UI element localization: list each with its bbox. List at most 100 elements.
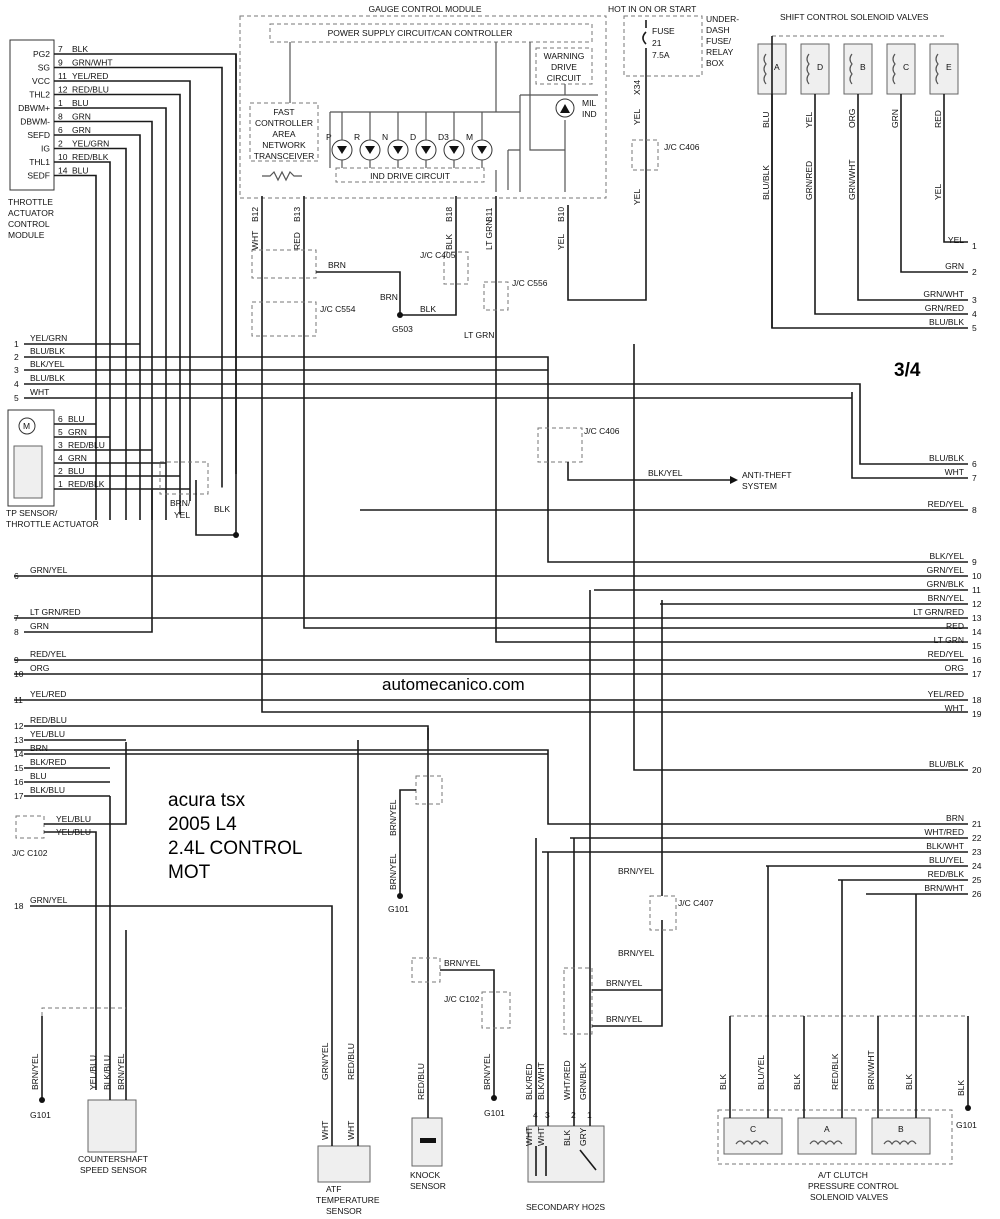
solenoid-wire-color: GRN	[890, 109, 900, 128]
gcm-title: GAUGE CONTROL MODULE	[368, 4, 481, 14]
ho2s-pin: 2	[571, 1110, 576, 1120]
gcm-pin-id: B10	[556, 207, 566, 222]
left-pin-color: GRN/YEL	[30, 565, 68, 575]
wht-wire-b12	[261, 196, 968, 713]
pg2-ground-wire	[195, 54, 237, 536]
blkyel-antitheft-wire	[567, 462, 730, 481]
gcm-box	[239, 15, 607, 199]
gcm-can-line: NETWORK	[262, 140, 306, 150]
tac-pin-name: PG2	[33, 49, 50, 59]
tp-sensor-element	[13, 445, 43, 499]
left-harness-wire	[24, 356, 549, 370]
right-pin-num: 14	[972, 627, 982, 637]
right-pin-num: 23	[972, 847, 982, 857]
right-pin-num: 20	[972, 765, 982, 775]
gcm-pin-color: YEL	[556, 234, 566, 250]
gcm-pin-color: RED	[292, 232, 302, 250]
atf-wires	[30, 740, 359, 1146]
tac-wire	[54, 80, 191, 501]
knock-brnyel-label-4: BRN/YEL	[482, 1053, 492, 1090]
tps-pin-num: 4	[58, 453, 63, 463]
atc-coil-icon	[809, 1140, 843, 1146]
left-pin-color: YEL/BLU	[30, 729, 65, 739]
ho2s-wire-label: GRN/BLK	[578, 1062, 588, 1100]
tac-title-line: THROTTLE	[8, 197, 53, 207]
jc-c556-label: J/C C556	[512, 278, 548, 288]
tac-pin-num: 6	[58, 125, 63, 135]
brn-label: BRN	[328, 260, 346, 270]
led-diode-icon	[421, 146, 431, 154]
gcm-bus-lines	[289, 42, 565, 151]
atc-valve-letter: B	[898, 1124, 904, 1134]
right-pin-color: YEL	[948, 235, 964, 245]
solenoid-valve	[886, 43, 916, 95]
left-pin-color: BLK/YEL	[30, 359, 65, 369]
gcm-pin-color: BLK	[444, 234, 454, 250]
g503-label: G503	[392, 324, 413, 334]
right-pin-num: 22	[972, 833, 982, 843]
tps-pin-color: RED/BLU	[68, 440, 105, 450]
left-pin-num: 14	[14, 749, 24, 759]
jc-c407-label: J/C C407	[678, 898, 714, 908]
solenoid-letter: E	[946, 62, 952, 72]
tac-pin-num: 12	[58, 85, 68, 95]
tac-pin-num: 2	[58, 139, 63, 149]
tps-pin-num: 6	[58, 414, 63, 424]
right-pin-color: YEL/RED	[928, 689, 964, 699]
fuse-box-line: RELAY	[706, 47, 734, 57]
right-pin-color: GRN	[945, 261, 964, 271]
caption-line: acura tsx	[168, 790, 246, 811]
ind-drive-label: IND DRIVE CIRCUIT	[370, 171, 450, 181]
solenoid-letter: C	[903, 62, 909, 72]
atf-label-line: SENSOR	[326, 1206, 362, 1216]
harness-wire	[859, 398, 968, 465]
right-pin-color: BLK/WHT	[926, 841, 964, 851]
tac-pin-name: DBWM+	[18, 103, 50, 113]
gcm-pin-color: WHT	[250, 231, 260, 250]
tps-label-line: TP SENSOR/	[6, 508, 58, 518]
tac-pin-name: THL2	[29, 90, 50, 100]
tac-pin-color: GRN	[72, 125, 91, 135]
atc-wire-label: BLK	[718, 1074, 728, 1090]
right-pin-color: RED/BLK	[928, 869, 965, 879]
brnyel-ho2s-label-2: BRN/YEL	[606, 1014, 643, 1024]
left-pin-num: 6	[14, 571, 19, 581]
left-pin-num: 18	[14, 901, 24, 911]
tac-module-box	[9, 39, 55, 191]
gcm-can-line: AREA	[272, 129, 295, 139]
harness-wire	[14, 749, 968, 825]
yel-wire	[567, 76, 647, 301]
tac-pin-num: 10	[58, 152, 68, 162]
jc-c554-box	[251, 301, 317, 337]
solenoid-wire-lower: GRN/RED	[804, 161, 814, 200]
gcm-warning-line: WARNING	[544, 51, 585, 61]
left-pin-color: BRN	[30, 743, 48, 753]
brnyel-c407-label: BRN/YEL	[618, 866, 655, 876]
coil-icon	[892, 53, 896, 85]
left-pin-color: GRN/YEL	[30, 895, 68, 905]
tac-pin-color: BLU	[72, 98, 89, 108]
antitheft-line: SYSTEM	[742, 481, 777, 491]
gcm-can-line: CONTROLLER	[255, 118, 313, 128]
right-pin-color: BLK/YEL	[930, 551, 965, 561]
atf-pin-label: WHT	[346, 1121, 356, 1140]
left-pin-num: 5	[14, 393, 19, 403]
tac-pin-name: IG	[41, 144, 50, 154]
gcm-warning-line: CIRCUIT	[547, 73, 581, 83]
tac-pin-name: VCC	[32, 76, 50, 86]
tac-pin-color: RED/BLK	[72, 152, 109, 162]
ind-drive-box	[335, 167, 485, 183]
left-pin-num: 15	[14, 763, 24, 773]
left-connector-pins: 1YEL/GRN2BLU/BLK3BLK/YEL4BLU/BLK5WHT6GRN…	[14, 333, 861, 911]
left-pin-num: 8	[14, 627, 19, 637]
tps-label-line: THROTTLE ACTUATOR	[6, 519, 99, 529]
tac-pin-num: 7	[58, 44, 63, 54]
right-pin-num: 15	[972, 641, 982, 651]
left-pin-num: 16	[14, 777, 24, 787]
right-pin-num: 16	[972, 655, 982, 665]
gcm-warning-line: DRIVE	[551, 62, 577, 72]
solenoid-group: ABLUBLU/BLKDYELGRN/REDBORGGRN/WHTCGRNERE…	[757, 43, 968, 329]
tps-pin-num: 1	[58, 479, 63, 489]
